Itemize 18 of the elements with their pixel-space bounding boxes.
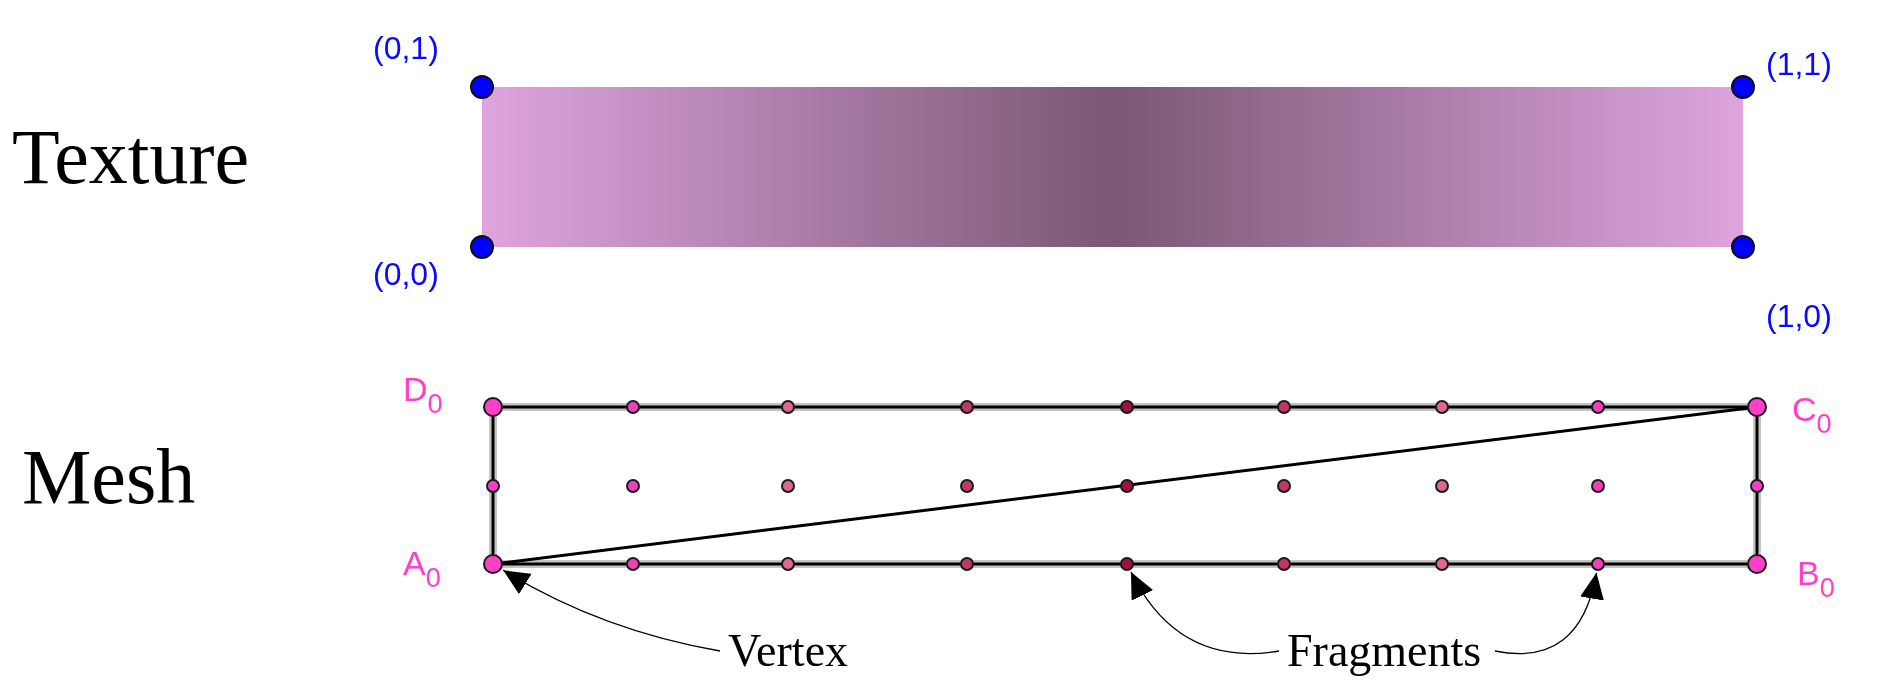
leader-line <box>1130 571 1280 655</box>
leader-line <box>1494 572 1603 655</box>
coordinate-label: D$_{0}$ <box>403 372 443 418</box>
fragment-dot <box>1591 557 1605 571</box>
coordinate-label: B$_{0}$ <box>1797 556 1835 602</box>
coordinate-label: A$_{0}$ <box>403 546 441 592</box>
coordinate-label: (0,1) <box>373 32 439 64</box>
coordinate-label: (1,1) <box>1766 48 1832 80</box>
callout-text: Vertex <box>728 626 849 677</box>
vertex-dot <box>483 554 503 574</box>
coordinate-label: C$_{0}$ <box>1792 392 1832 438</box>
leader-line <box>502 569 721 652</box>
row-heading: Texture <box>12 118 250 196</box>
coordinate-label: (1,0) <box>1766 300 1832 332</box>
fragment-dot <box>1120 557 1134 571</box>
row-heading: Mesh <box>22 438 196 516</box>
coordinate-label: (0,0) <box>373 258 439 290</box>
callout-text: Fragments <box>1287 626 1482 677</box>
